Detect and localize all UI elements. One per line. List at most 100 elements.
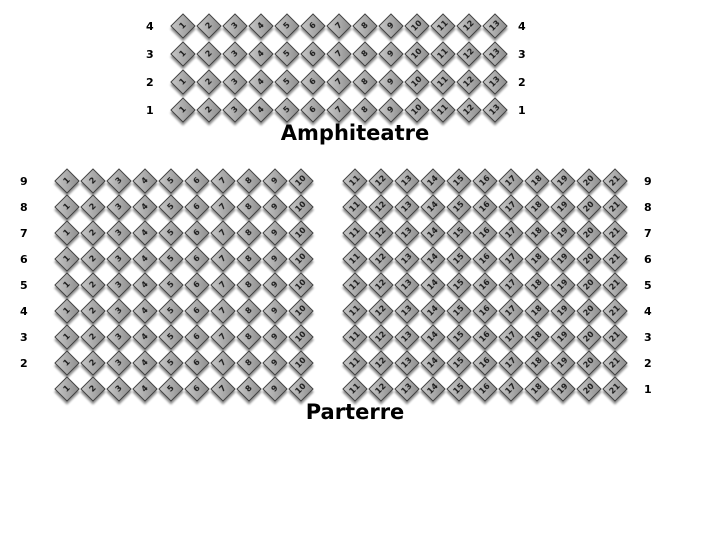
seat[interactable]: 13	[394, 272, 420, 298]
seat[interactable]: 12	[368, 246, 394, 272]
seat[interactable]: 3	[106, 168, 132, 194]
seat[interactable]: 17	[498, 168, 524, 194]
seat[interactable]: 4	[248, 69, 274, 95]
seat[interactable]: 7	[210, 168, 236, 194]
seat[interactable]: 8	[352, 13, 378, 39]
seat[interactable]: 13	[394, 246, 420, 272]
seat[interactable]: 16	[472, 194, 498, 220]
seat[interactable]: 15	[446, 376, 472, 402]
seat[interactable]: 5	[274, 97, 300, 123]
seat[interactable]: 6	[184, 324, 210, 350]
seat[interactable]: 5	[274, 13, 300, 39]
seat[interactable]: 3	[106, 246, 132, 272]
seat[interactable]: 11	[342, 272, 368, 298]
seat[interactable]: 9	[262, 298, 288, 324]
seat[interactable]: 4	[132, 298, 158, 324]
seat[interactable]: 2	[196, 41, 222, 67]
seat[interactable]: 19	[550, 194, 576, 220]
seat[interactable]: 3	[106, 220, 132, 246]
seat[interactable]: 20	[576, 350, 602, 376]
seat[interactable]: 4	[248, 41, 274, 67]
seat[interactable]: 7	[210, 376, 236, 402]
seat[interactable]: 1	[54, 272, 80, 298]
seat[interactable]: 1	[54, 220, 80, 246]
seat[interactable]: 5	[158, 246, 184, 272]
seat[interactable]: 8	[236, 220, 262, 246]
seat[interactable]: 13	[482, 41, 508, 67]
seat[interactable]: 17	[498, 298, 524, 324]
seat[interactable]: 2	[80, 246, 106, 272]
seat[interactable]: 10	[404, 69, 430, 95]
seat[interactable]: 14	[420, 246, 446, 272]
seat[interactable]: 3	[106, 350, 132, 376]
seat[interactable]: 19	[550, 220, 576, 246]
seat[interactable]: 2	[196, 13, 222, 39]
seat[interactable]: 16	[472, 272, 498, 298]
seat[interactable]: 18	[524, 168, 550, 194]
seat[interactable]: 13	[394, 350, 420, 376]
seat[interactable]: 21	[602, 350, 628, 376]
seat[interactable]: 1	[54, 194, 80, 220]
seat[interactable]: 9	[262, 272, 288, 298]
seat[interactable]: 2	[80, 272, 106, 298]
seat[interactable]: 3	[106, 324, 132, 350]
seat[interactable]: 20	[576, 376, 602, 402]
seat[interactable]: 21	[602, 194, 628, 220]
seat[interactable]: 13	[394, 168, 420, 194]
seat[interactable]: 17	[498, 376, 524, 402]
seat[interactable]: 18	[524, 194, 550, 220]
seat[interactable]: 12	[368, 194, 394, 220]
seat[interactable]: 18	[524, 324, 550, 350]
seat[interactable]: 15	[446, 246, 472, 272]
seat[interactable]: 19	[550, 376, 576, 402]
seat[interactable]: 20	[576, 194, 602, 220]
seat[interactable]: 20	[576, 168, 602, 194]
seat[interactable]: 13	[394, 298, 420, 324]
seat[interactable]: 4	[132, 246, 158, 272]
seat[interactable]: 7	[326, 97, 352, 123]
seat[interactable]: 21	[602, 168, 628, 194]
seat[interactable]: 5	[158, 220, 184, 246]
seat[interactable]: 15	[446, 168, 472, 194]
seat[interactable]: 1	[54, 324, 80, 350]
seat[interactable]: 1	[54, 168, 80, 194]
seat[interactable]: 12	[456, 97, 482, 123]
seat[interactable]: 15	[446, 194, 472, 220]
seat[interactable]: 7	[210, 272, 236, 298]
seat[interactable]: 8	[236, 350, 262, 376]
seat[interactable]: 20	[576, 220, 602, 246]
seat[interactable]: 17	[498, 324, 524, 350]
seat[interactable]: 5	[274, 69, 300, 95]
seat[interactable]: 18	[524, 350, 550, 376]
seat[interactable]: 7	[210, 194, 236, 220]
seat[interactable]: 8	[236, 376, 262, 402]
seat[interactable]: 4	[132, 272, 158, 298]
seat[interactable]: 13	[394, 194, 420, 220]
seat[interactable]: 11	[342, 246, 368, 272]
seat[interactable]: 10	[288, 350, 314, 376]
seat[interactable]: 21	[602, 376, 628, 402]
seat[interactable]: 3	[106, 298, 132, 324]
seat[interactable]: 7	[210, 246, 236, 272]
seat[interactable]: 17	[498, 350, 524, 376]
seat[interactable]: 9	[262, 324, 288, 350]
seat[interactable]: 10	[288, 194, 314, 220]
seat[interactable]: 12	[368, 350, 394, 376]
seat[interactable]: 16	[472, 298, 498, 324]
seat[interactable]: 14	[420, 324, 446, 350]
seat[interactable]: 5	[158, 350, 184, 376]
seat[interactable]: 10	[404, 13, 430, 39]
seat[interactable]: 13	[394, 220, 420, 246]
seat[interactable]: 8	[352, 41, 378, 67]
seat[interactable]: 15	[446, 324, 472, 350]
seat[interactable]: 13	[482, 97, 508, 123]
seat[interactable]: 14	[420, 298, 446, 324]
seat[interactable]: 12	[456, 69, 482, 95]
seat[interactable]: 4	[248, 13, 274, 39]
seat[interactable]: 11	[342, 324, 368, 350]
seat[interactable]: 9	[262, 220, 288, 246]
seat[interactable]: 21	[602, 272, 628, 298]
seat[interactable]: 9	[378, 97, 404, 123]
seat[interactable]: 10	[288, 376, 314, 402]
seat[interactable]: 6	[300, 69, 326, 95]
